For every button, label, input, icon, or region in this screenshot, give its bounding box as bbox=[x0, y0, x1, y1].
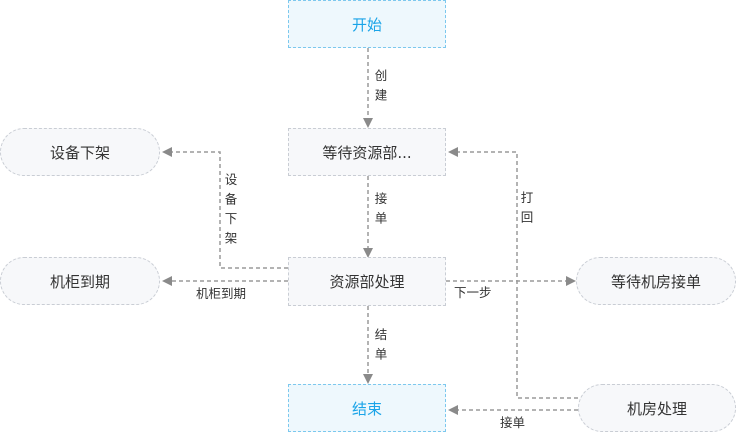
edge-label-accept1: 接单 bbox=[372, 192, 388, 231]
node-offshelf[interactable]: 设备下架 bbox=[0, 128, 160, 176]
node-room-process[interactable]: 机房处理 bbox=[578, 384, 736, 432]
edge-label-create: 创建 bbox=[372, 69, 388, 108]
edge-return bbox=[448, 147, 578, 399]
edge-offshelf bbox=[162, 147, 288, 269]
node-start[interactable]: 开始 bbox=[288, 0, 446, 48]
edge-label-next-step: 下一步 bbox=[454, 285, 492, 301]
node-wait-room[interactable]: 等待机房接单 bbox=[576, 257, 736, 305]
node-cabinet-expire[interactable]: 机柜到期 bbox=[0, 257, 160, 305]
edge-label-accept2: 接单 bbox=[500, 415, 526, 431]
node-wait-resource[interactable]: 等待资源部... bbox=[288, 128, 446, 176]
node-resource-process[interactable]: 资源部处理 bbox=[288, 257, 446, 306]
edge-label-finish: 结单 bbox=[372, 328, 388, 367]
edge-label-return: 打回 bbox=[518, 191, 534, 230]
edge-label-offshelf: 设备下架 bbox=[222, 173, 238, 251]
edge-label-cabinet-expire: 机柜到期 bbox=[196, 286, 247, 302]
node-end[interactable]: 结束 bbox=[288, 384, 446, 432]
